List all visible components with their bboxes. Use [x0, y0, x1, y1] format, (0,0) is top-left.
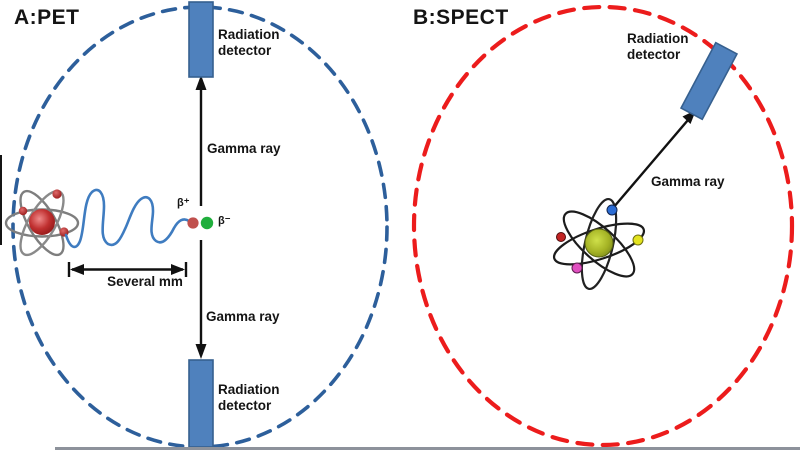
- left-edge-sliver: [0, 155, 2, 245]
- spect-atom: [552, 197, 646, 291]
- spect-gamma-ray-label: Gamma ray: [651, 174, 725, 189]
- spect-gamma-ray-line: [612, 119, 689, 209]
- pet-gamma-ray-top-arrowhead: [195, 75, 207, 90]
- annihilation-electron-dot: [200, 216, 214, 230]
- pet-nucleus: [29, 209, 55, 235]
- distance-dimension: [67, 262, 188, 277]
- positron-label: β⁺: [177, 197, 190, 209]
- bottom-edge-strip: [55, 447, 800, 450]
- distance-label: Several mm: [107, 274, 183, 289]
- positron-dot: [187, 217, 199, 229]
- spect-electron-magenta: [571, 262, 583, 274]
- pet-electron: [52, 189, 62, 199]
- pet-detector-bottom-label: Radiation detector: [218, 382, 280, 414]
- pet-panel-title: A:PET: [14, 6, 80, 29]
- pet-atom: [4, 189, 80, 257]
- pet-gamma-ray-bottom-label: Gamma ray: [206, 309, 280, 324]
- pet-detector-top-label: Radiation detector: [218, 27, 280, 59]
- spect-electron-blue: [606, 204, 618, 216]
- pet-gamma-ray-top-label: Gamma ray: [207, 141, 281, 156]
- spect-nucleus: [584, 228, 614, 258]
- electron-label: β⁻: [218, 215, 231, 227]
- positron-track: [64, 188, 191, 249]
- distance-arrowhead-right: [171, 264, 185, 275]
- spect-electron-yellow: [632, 234, 644, 246]
- pet-detector-bottom: [188, 359, 214, 448]
- spect-detector-label: Radiation detector: [627, 31, 689, 63]
- spect-detector: [679, 41, 739, 121]
- spect-electron-red: [556, 232, 566, 242]
- spect-boundary-ring: [411, 4, 795, 448]
- distance-arrowhead-left: [70, 264, 84, 275]
- pet-detector-top: [188, 1, 214, 78]
- pet-electron: [18, 206, 28, 216]
- spect-panel-title: B:SPECT: [413, 6, 509, 29]
- pet-gamma-ray-bottom-arrowhead: [195, 344, 207, 359]
